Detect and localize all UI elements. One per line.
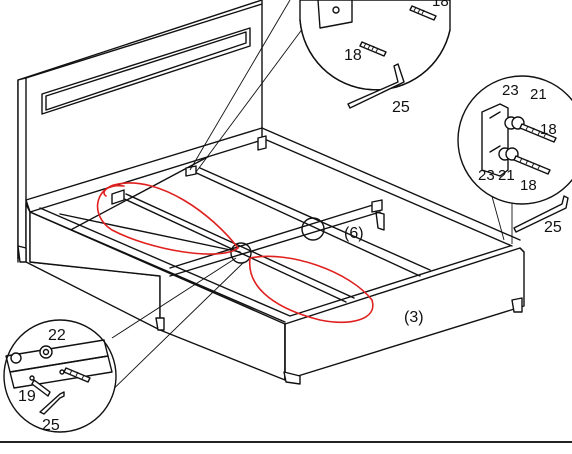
label-top-screw: 18 <box>344 47 362 64</box>
headboard-light-panel <box>41 27 251 115</box>
zoom-marker-slat <box>301 217 325 241</box>
leg-right <box>511 297 523 313</box>
screw-icon-right-top <box>519 123 557 143</box>
bottom-divider <box>0 441 572 443</box>
leg-back <box>17 245 27 263</box>
zoom-marker-center <box>230 242 252 264</box>
slat-bracket-top <box>185 165 197 177</box>
slat-bracket-back <box>257 135 267 151</box>
leg-left <box>155 317 165 331</box>
label-left-wrench: 25 <box>42 417 60 434</box>
screw-icon-right-bottom <box>513 155 551 175</box>
slat-bracket-left <box>111 189 125 205</box>
bolt-icon <box>63 367 91 383</box>
screw-icon-top <box>409 5 437 21</box>
bracket-plate-icon <box>317 0 353 29</box>
screw-icon <box>359 41 387 57</box>
detail-right: 23 21 18 23 21 18 25 <box>457 75 572 236</box>
slat-bracket-right <box>371 199 383 213</box>
hex-wrench-icon-right <box>513 195 569 233</box>
nut-icon <box>39 345 53 359</box>
leg-center <box>375 211 385 231</box>
label-left-bolt: 19 <box>18 388 36 405</box>
label-left-nut: 22 <box>48 327 66 344</box>
label-right-screw-bottom: 18 <box>520 177 537 194</box>
label-right-screw-top: 18 <box>540 121 557 138</box>
bolt-icon-lower <box>31 379 51 397</box>
slats <box>59 135 431 303</box>
detail-left: 22 19 25 <box>3 319 117 434</box>
label-top-wrench: 25 <box>392 99 410 116</box>
detail-top: 18 18 25 <box>299 0 451 116</box>
leader-lines <box>97 0 513 405</box>
label-right-washer-top: 21 <box>530 86 547 103</box>
label-right-wrench: 25 <box>544 219 562 236</box>
label-side-rail: (3) <box>404 309 424 326</box>
label-right-washer-bottom: 21 <box>498 167 515 184</box>
leg-front <box>283 371 301 385</box>
hex-wrench-icon-left <box>39 391 65 415</box>
nut-icon-left <box>10 352 22 364</box>
label-right-plate-bottom: 23 <box>478 167 495 184</box>
red-oval-right <box>249 255 374 323</box>
red-annotation <box>96 182 374 323</box>
label-right-plate-top: 23 <box>502 82 519 99</box>
red-oval-left <box>96 182 240 255</box>
label-slat-center: (6) <box>344 225 364 242</box>
hex-wrench-icon <box>347 63 405 109</box>
label-top-screw-partial: 18 <box>432 0 449 10</box>
